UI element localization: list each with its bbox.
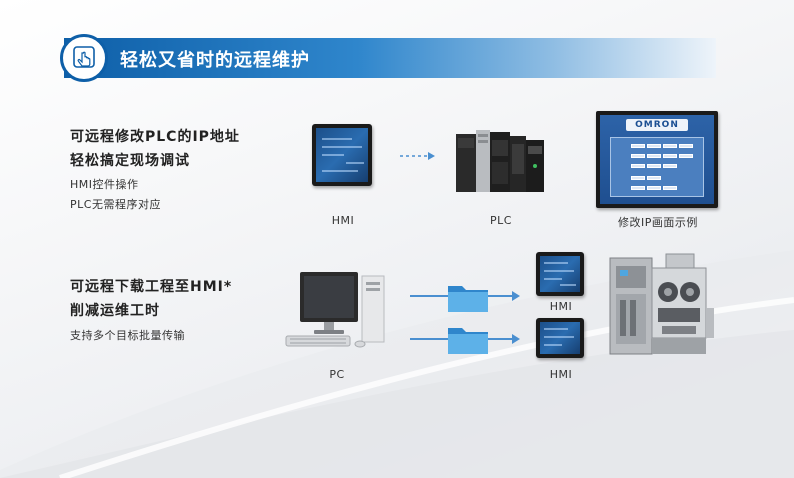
folder-icon bbox=[448, 328, 488, 354]
hmi-bottom-caption: HMI bbox=[549, 368, 573, 381]
section1-heading-line1: 可远程修改PLC的IP地址 bbox=[70, 129, 240, 145]
arrow-head-top-icon bbox=[512, 291, 520, 301]
hmi-top-caption: HMI bbox=[549, 300, 573, 313]
arrow-head-bottom-icon bbox=[512, 334, 520, 344]
hmi-device-top bbox=[536, 252, 584, 296]
touch-hand-icon bbox=[60, 34, 108, 82]
header-banner: 轻松又省时的远程维护 bbox=[60, 34, 716, 82]
hmi-caption: HMI bbox=[331, 214, 355, 227]
section2-heading-line2: 削减运维工时 bbox=[70, 303, 160, 319]
pc-device bbox=[285, 272, 385, 348]
section1-sub-line1: HMI控件操作 bbox=[70, 178, 139, 191]
industrial-machine-image bbox=[609, 253, 714, 355]
hmi-device-bottom bbox=[536, 318, 584, 358]
pc-caption: PC bbox=[329, 368, 345, 381]
dashed-arrow-icon bbox=[400, 152, 435, 160]
plc-caption: PLC bbox=[490, 214, 512, 227]
ip-example-caption: 修改IP画面示例 bbox=[618, 216, 698, 229]
section1-sub-line2: PLC无需程序对应 bbox=[70, 198, 161, 211]
section1-heading-line2: 轻松搞定现场调试 bbox=[70, 153, 190, 169]
section2-heading-line1: 可远程下载工程至HMI* bbox=[70, 279, 233, 295]
hmi-device bbox=[312, 124, 372, 186]
omron-logo: OMRON bbox=[626, 119, 688, 131]
page-title: 轻松又省时的远程维护 bbox=[120, 50, 310, 71]
folder-icon bbox=[448, 286, 488, 312]
plc-device bbox=[456, 130, 544, 192]
section2-sub-line1: 支持多个目标批量传输 bbox=[70, 329, 185, 342]
ip-edit-screen: OMRON bbox=[596, 111, 718, 208]
